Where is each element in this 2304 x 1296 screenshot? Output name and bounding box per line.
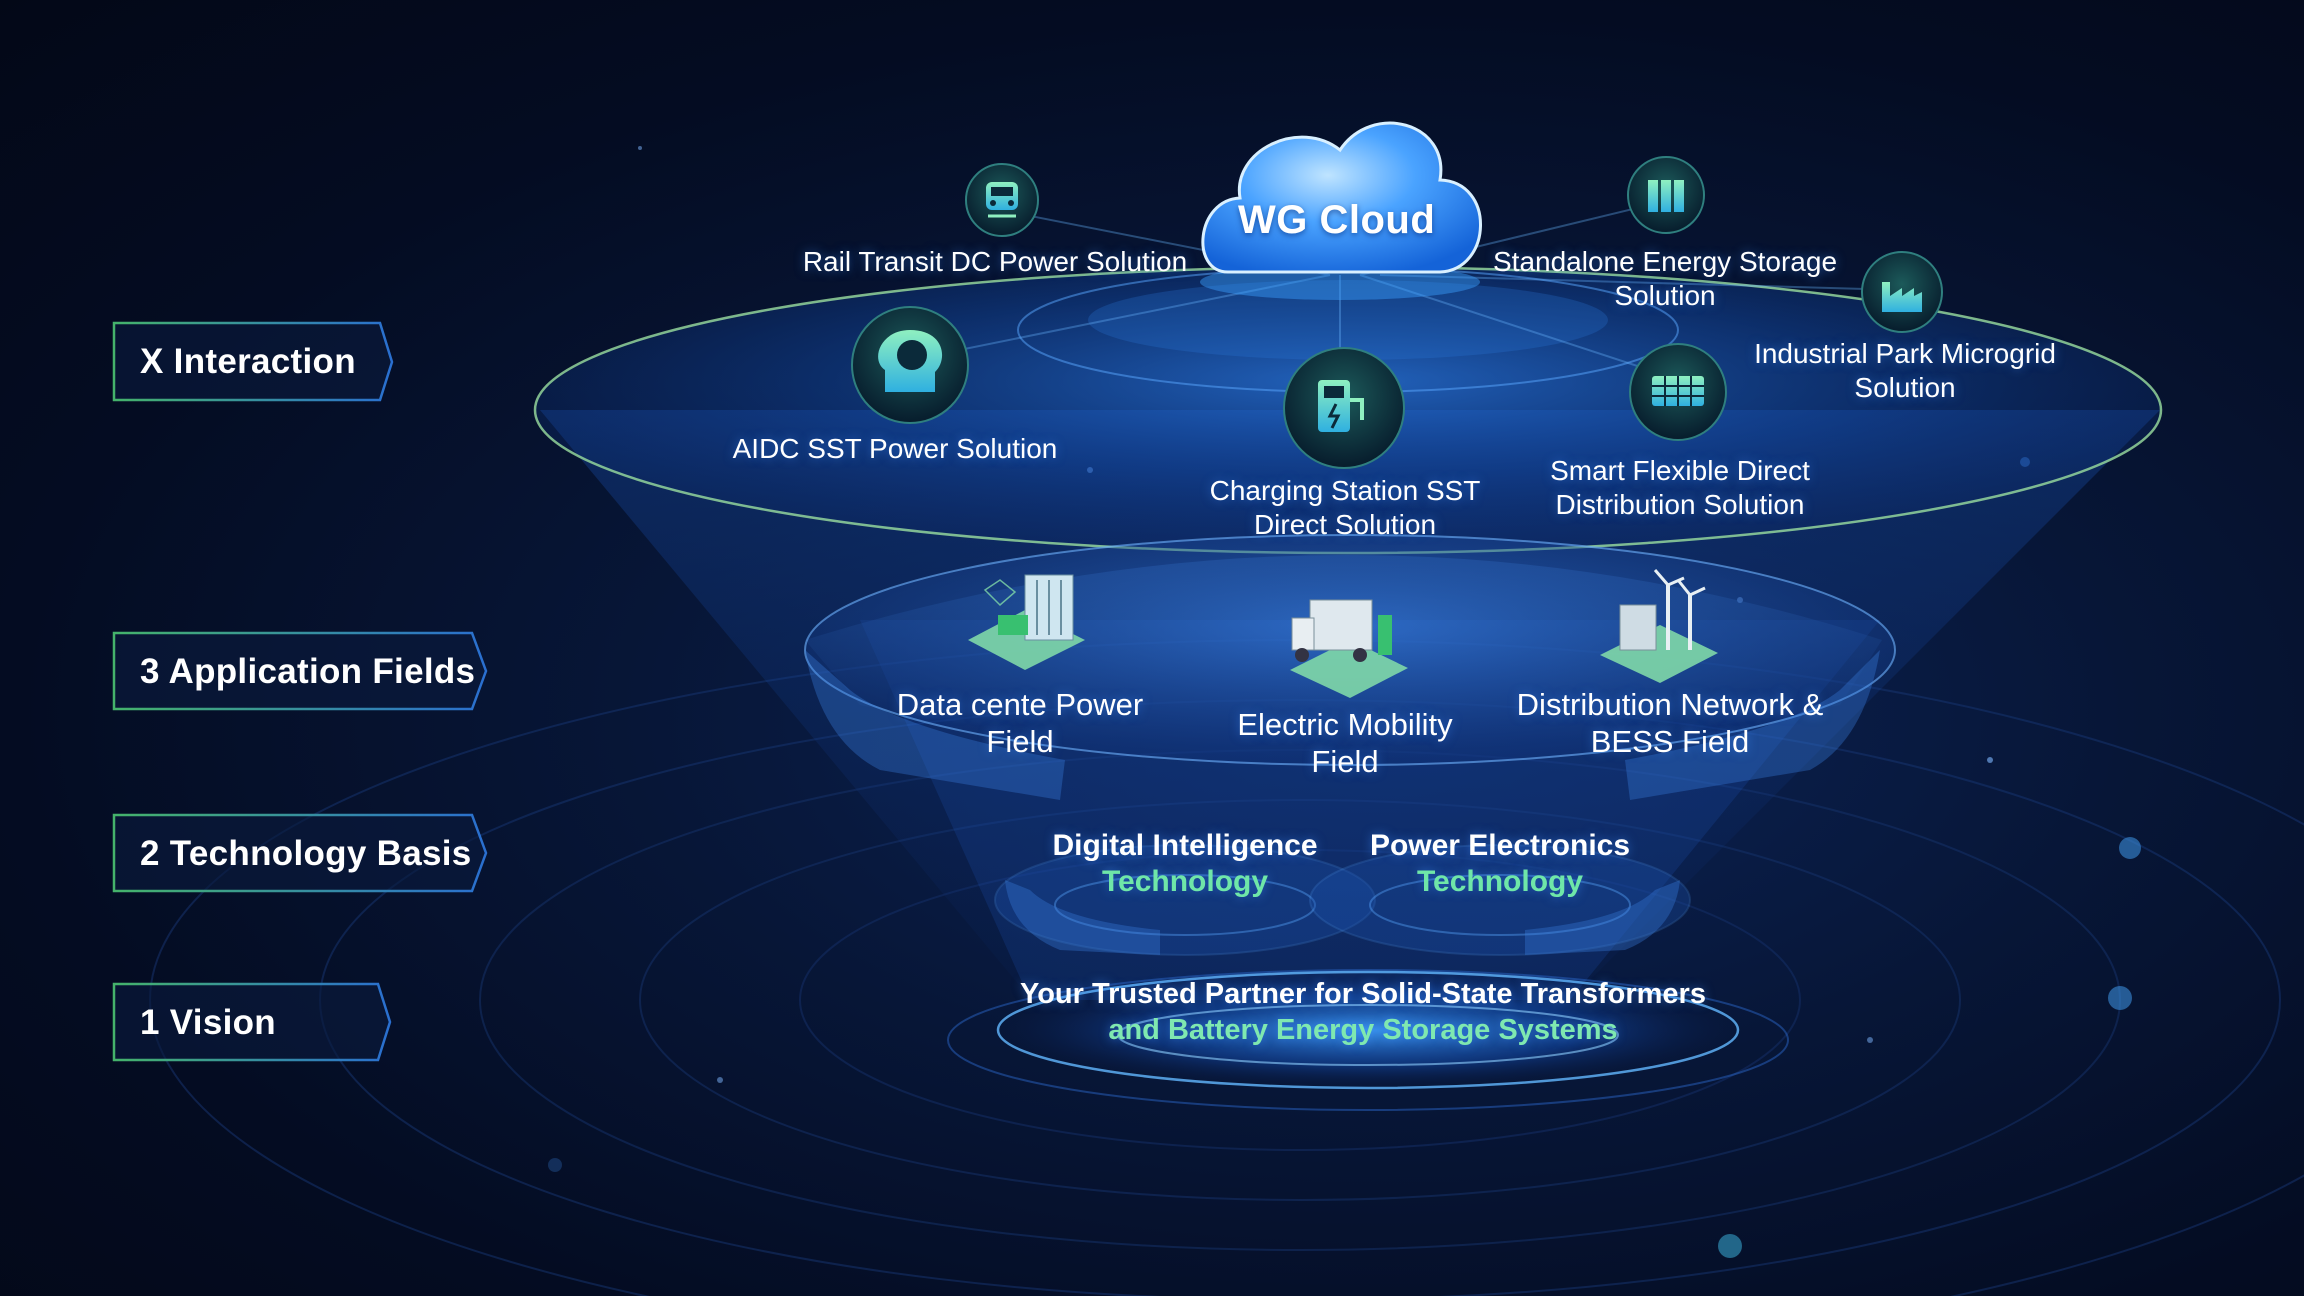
server-rack-icon <box>968 574 1085 670</box>
solution-label-line2: Distribution Solution <box>1555 489 1805 520</box>
truck-charger-icon <box>1290 599 1408 698</box>
solution-charging-station: Charging Station SST Direct Solution <box>1180 474 1510 542</box>
layer-label-vision: 1 Vision <box>112 984 276 1062</box>
solution-label: AIDC SST Power Solution <box>732 433 1058 464</box>
field-label-line2: Field <box>986 724 1054 759</box>
layer-label-interaction: X Interaction <box>112 323 356 401</box>
solution-smart-flexible: Smart Flexible Direct Distribution Solut… <box>1515 454 1845 522</box>
solution-label-line2: Solution <box>1854 372 1956 403</box>
field-label-line2: BESS Field <box>1590 724 1750 759</box>
solution-label-line1: Standalone Energy Storage <box>1492 246 1838 277</box>
wg-cloud-icon <box>1200 121 1482 300</box>
label-box-shapes <box>112 321 488 1062</box>
field-distribution-bess: Distribution Network & BESS Field <box>1480 686 1860 760</box>
layer-label-technology-basis: 2 Technology Basis <box>112 815 472 893</box>
solution-aidc-sst: AIDC SST Power Solution <box>720 432 1070 466</box>
layer-label-text: 3 Application Fields <box>140 652 476 691</box>
layer-label-text: 1 Vision <box>140 1003 276 1042</box>
vision-base <box>947 969 1789 1111</box>
solution-label: Rail Transit DC Power Solution <box>802 246 1188 277</box>
solution-label-line1: Smart Flexible Direct <box>1550 455 1810 486</box>
technology-rings <box>994 844 1691 956</box>
field-data-center: Data cente Power Field <box>870 686 1170 760</box>
tech-digital-intelligence: Digital Intelligence Technology <box>1030 828 1340 900</box>
battery-rack-icon <box>1627 156 1705 234</box>
tech-label-line2: Technology <box>1416 865 1584 898</box>
field-label-line1: Data cente Power <box>896 687 1144 722</box>
tech-power-electronics: Power Electronics Technology <box>1350 828 1650 900</box>
field-label-line2: Field <box>1311 744 1379 779</box>
solution-label-line2: Solution <box>1614 280 1716 311</box>
ev-charger-icon <box>1283 347 1405 469</box>
vision-line2: and Battery Energy Storage Systems <box>1108 1014 1618 1046</box>
field-electric-mobility: Electric Mobility Field <box>1200 706 1490 780</box>
layer-label-text: 2 Technology Basis <box>140 834 472 873</box>
grid-panel-icon <box>1629 343 1727 441</box>
vision-statement: Your Trusted Partner for Solid-State Tra… <box>960 976 1766 1048</box>
solution-label-line2: Direct Solution <box>1253 509 1437 540</box>
layer-label-text: X Interaction <box>140 342 356 381</box>
wind-turbine-icon <box>1600 569 1718 683</box>
tech-label-line1: Power Electronics <box>1369 829 1631 862</box>
solution-rail-transit: Rail Transit DC Power Solution <box>795 245 1195 279</box>
wg-cloud-label: WG Cloud <box>1238 198 1436 242</box>
tech-label-line1: Digital Intelligence <box>1052 829 1318 862</box>
train-icon <box>965 163 1039 237</box>
field-label-line1: Electric Mobility <box>1237 707 1453 742</box>
solution-industrial-park: Industrial Park Microgrid Solution <box>1735 337 2075 405</box>
tech-label-line2: Technology <box>1101 865 1269 898</box>
solution-standalone-storage: Standalone Energy Storage Solution <box>1475 245 1855 313</box>
solution-label-line1: Industrial Park Microgrid <box>1754 338 2056 369</box>
field-label-line1: Distribution Network & <box>1516 687 1824 722</box>
ai-head-icon <box>851 306 969 424</box>
layer-label-application-fields: 3 Application Fields <box>112 633 475 711</box>
solution-label-line1: Charging Station SST <box>1209 475 1481 506</box>
factory-icon <box>1861 251 1943 333</box>
vision-line1: Your Trusted Partner for Solid-State Tra… <box>1020 978 1706 1010</box>
